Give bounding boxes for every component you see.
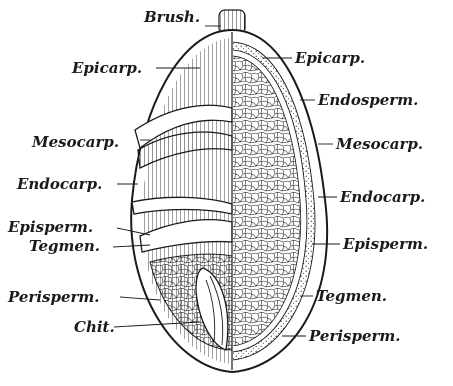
label-chit: Chit.	[74, 318, 115, 336]
label-episperm-right: Episperm.	[342, 235, 428, 253]
label-endocarp-right: Endocarp.	[339, 188, 425, 206]
label-tegmen-left: Tegmen.	[29, 237, 100, 255]
label-perisperm-left: Perisperm.	[7, 288, 100, 306]
label-endocarp-left: Endocarp.	[16, 175, 102, 193]
label-brush: Brush.	[143, 8, 200, 26]
label-endosperm: Endosperm.	[317, 91, 418, 109]
label-perisperm-right: Perisperm.	[308, 327, 401, 345]
label-epicarp-right: Epicarp.	[294, 49, 365, 67]
label-mesocarp-left: Mesocarp.	[31, 133, 119, 151]
label-epicarp-left: Epicarp.	[71, 59, 142, 77]
label-mesocarp-right: Mesocarp.	[335, 135, 423, 153]
label-episperm-left: Episperm.	[7, 218, 93, 236]
label-tegmen-right: Tegmen.	[316, 287, 387, 305]
